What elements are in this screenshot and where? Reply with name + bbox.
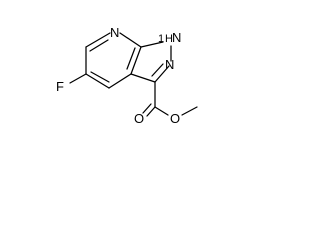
bond-n2-c3-inner [151,63,164,77]
atom-label-fluorine: F [56,79,64,94]
bond-n2-c3 [154,65,170,83]
bond-c5-c4 [85,73,110,89]
atom-label-ring-nitrogen: N [110,25,119,40]
bond-c3-c3a [130,73,156,83]
bond-c4-c3a [108,73,132,89]
atom-label-nh-hydrogen: H [165,33,173,45]
bond-c5-c4-inner [90,71,110,83]
bond-n7-c6 [85,32,111,48]
atom-label-nh-nitrogen: N [172,30,181,45]
structure-diagram: N H 1 N N F O O [0,0,231,159]
atom-label-ether-oxygen: O [170,111,180,126]
bond-c3a-c7a [130,46,142,75]
atom-label-pyrazole-nitrogen: N [165,57,174,72]
bond-c3a-c7a-inner [126,47,136,70]
atom-label-nh-number: 1 [158,33,164,45]
bond-c7a-n1 [140,41,164,48]
bond-carboxyl-ether [154,106,169,116]
bond-carbonyl-double-a [146,106,156,117]
bond-c5-f [69,73,87,84]
bond-n7-c6-inner [89,39,109,52]
molecule-drawing: N H 1 N N F O O [56,25,198,126]
bond-carbonyl-double-b [142,103,152,114]
atom-label-layer: N H 1 N N F O O [56,25,181,126]
bond-n7-c7a [119,32,142,48]
bond-layer [69,32,198,117]
atom-label-carbonyl-oxygen: O [134,111,144,126]
bond-ether-methyl [181,106,198,116]
